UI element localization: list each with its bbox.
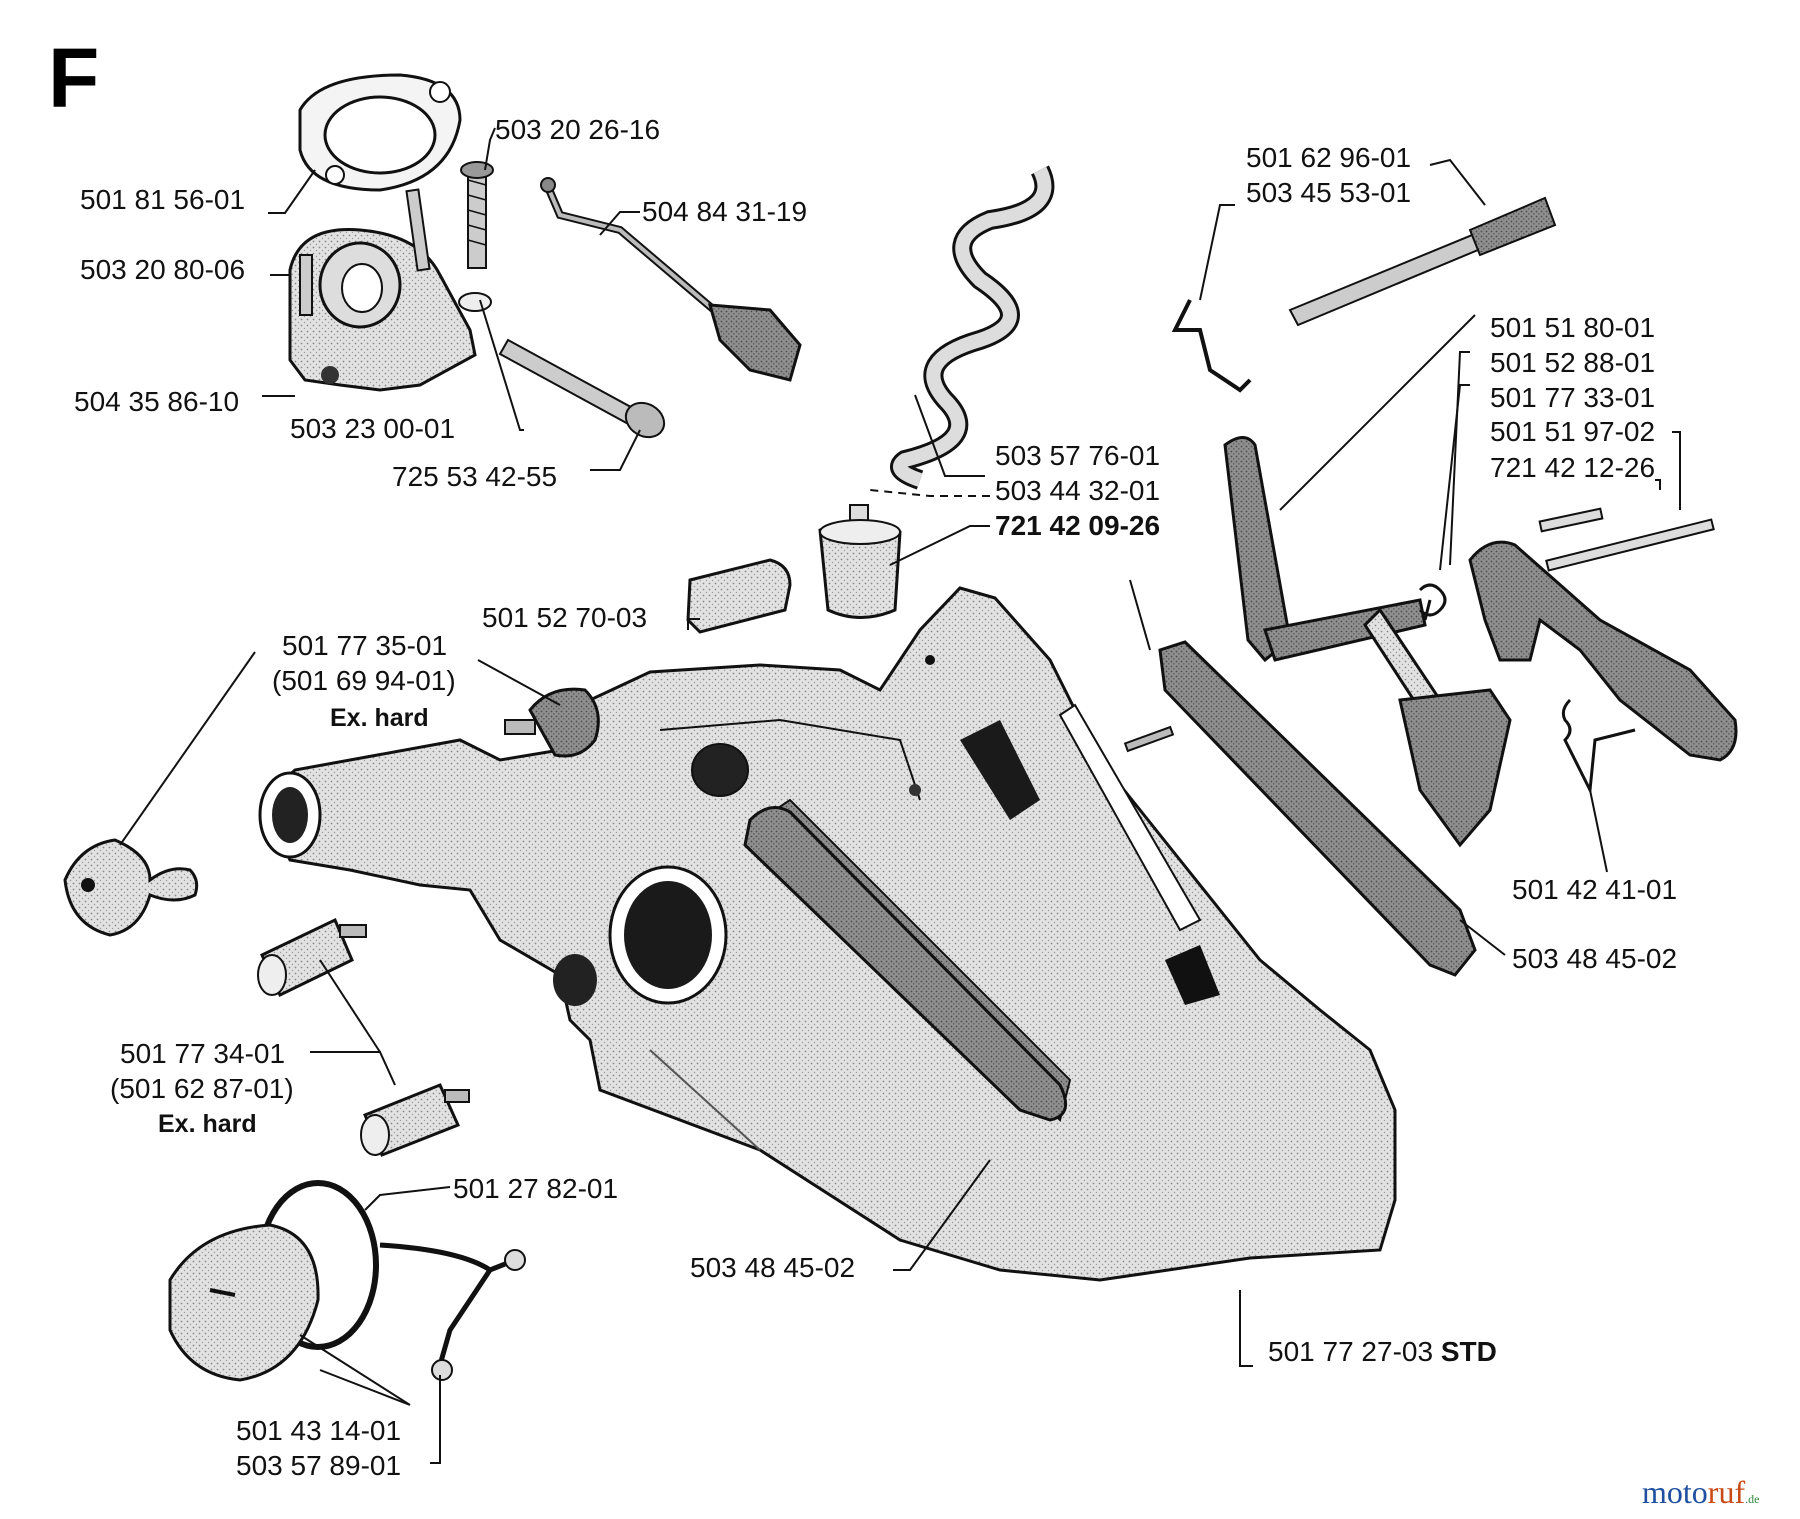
part-label: 503 20 80-06 xyxy=(80,254,246,285)
handle-strip-side xyxy=(1158,640,1477,977)
part-label: 503 57 76-01 xyxy=(995,440,1161,471)
part-label: 503 57 89-01 xyxy=(236,1450,402,1481)
std-tag: STD xyxy=(1440,1336,1497,1367)
part-label: 501 77 34-01 xyxy=(120,1038,286,1069)
part-label: 503 23 00-01 xyxy=(290,413,456,444)
rubber-piece xyxy=(686,558,792,634)
part-label: 501 81 56-01 xyxy=(80,184,246,215)
fuel-cap xyxy=(168,1180,526,1382)
stud-bolt xyxy=(460,161,494,269)
part-label: 721 42 09-26 xyxy=(995,510,1161,541)
part-label: 504 35 86-10 xyxy=(74,386,240,417)
fuel-filter xyxy=(818,504,902,619)
av-element-left xyxy=(63,838,199,937)
part-label: Ex. hard xyxy=(158,1110,257,1138)
part-number: 501 77 27-03 xyxy=(1268,1336,1434,1367)
washer xyxy=(458,292,492,312)
part-label: 501 27 82-01 xyxy=(453,1173,619,1204)
part-label: 503 44 32-01 xyxy=(995,475,1161,506)
part-label: 501 77 33-01 xyxy=(1490,382,1656,413)
part-label: 501 77 27-03 STD xyxy=(1268,1338,1497,1366)
part-label: 501 43 14-01 xyxy=(236,1415,402,1446)
trigger-lock xyxy=(1468,540,1738,762)
carburetor-flange xyxy=(288,188,477,392)
part-label: 501 51 80-01 xyxy=(1490,312,1656,343)
rod-top-right xyxy=(1288,196,1557,327)
part-label: 721 42 12-26 xyxy=(1490,452,1656,483)
pin xyxy=(1123,725,1175,753)
pin-short xyxy=(1538,507,1604,533)
av-buffer-b xyxy=(360,1083,470,1157)
part-label: 501 77 35-01 xyxy=(282,630,448,661)
part-label: 501 42 41-01 xyxy=(1512,874,1678,905)
part-label: Ex. hard xyxy=(330,704,429,732)
throttle-lever xyxy=(1223,436,1512,848)
control-rod xyxy=(540,177,802,382)
av-buffer-a xyxy=(257,917,367,998)
pin-long xyxy=(1545,518,1715,572)
watermark: motoruf.de xyxy=(1642,1474,1760,1510)
spring-clip xyxy=(1171,299,1252,393)
av-buffer-upper xyxy=(504,687,600,758)
part-label: 503 20 26-16 xyxy=(495,114,661,145)
part-label: 503 45 53-01 xyxy=(1246,177,1412,208)
section-letter: F xyxy=(48,31,100,125)
part-label: (501 62 87-01) xyxy=(110,1073,294,1104)
part-label: 501 62 96-01 xyxy=(1246,142,1412,173)
part-label: 504 84 31-19 xyxy=(642,196,808,227)
gasket xyxy=(298,73,462,192)
handle-strip-front xyxy=(743,806,1068,1122)
part-label: 501 51 97-02 xyxy=(1490,416,1656,447)
part-label: 503 48 45-02 xyxy=(1512,943,1678,974)
part-label: 725 53 42-55 xyxy=(392,461,558,492)
part-label: 503 48 45-02 xyxy=(690,1252,856,1283)
leader-lines xyxy=(119,127,1681,1464)
long-bolt xyxy=(498,338,666,439)
part-label: 501 52 88-01 xyxy=(1490,347,1656,378)
part-label: 501 52 70-03 xyxy=(482,602,648,633)
torsion-spring xyxy=(1418,583,1447,621)
small-spring xyxy=(1561,698,1636,796)
part-label: (501 69 94-01) xyxy=(272,665,456,696)
